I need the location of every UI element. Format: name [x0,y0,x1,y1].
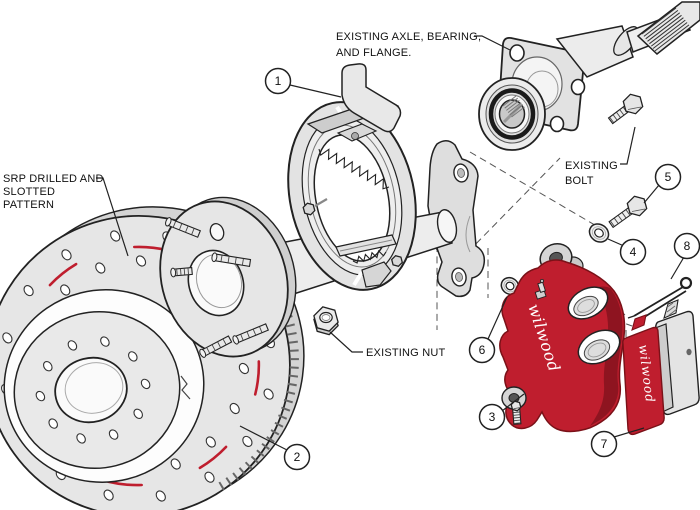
callout-6: 6 [468,336,496,364]
existing-nut-part [313,306,339,336]
wheel-studs [165,217,270,358]
callout-7: 7 [590,430,618,458]
svg-text:7: 7 [601,437,608,451]
svg-text:5: 5 [665,170,672,184]
label-axle-line2: AND FLANGE. [336,47,412,59]
caliper: wilwood [499,243,626,433]
axle-cylinder [555,25,634,78]
retainer-flange-holes [509,44,586,133]
parking-lever-tab [361,261,392,288]
existing-bolt [607,93,644,125]
label-axle-line1: EXISTING AXLE, BEARING, [336,31,481,43]
svg-text:8: 8 [684,239,691,253]
backing-plate-bolt [390,254,404,268]
label-srp-line1: SRP DRILLED AND [3,173,104,185]
axle-bearing [478,77,546,151]
shoe-adjuster [336,123,378,142]
washer-4 [588,223,610,243]
callout-1: 1 [264,67,292,95]
anchor-bracket [341,63,402,133]
mounting-flange-bracket [427,140,486,298]
existing-axle-assembly [478,1,700,151]
callout-4: 4 [619,238,647,266]
caliper-lower-bleed [510,400,522,425]
pad-logo-text: wilwood [636,344,658,403]
callout-5: 5 [654,163,682,191]
callout-3: 3 [478,403,506,431]
caliper-bleed-screw-top [534,278,547,300]
callout-bubbles: 1 2 3 4 5 6 7 8 [239,67,700,471]
rotor-hat-holes [35,336,151,444]
svg-text:6: 6 [479,343,486,357]
caliper-piston-window-1 [567,286,609,320]
label-bolt-line2: BOLT [565,175,594,187]
callout-8: 8 [673,232,700,260]
flange-hole [209,223,225,241]
label-nut: EXISTING NUT [366,347,445,359]
caliper-mount-bolt [608,195,648,229]
backing-plate-pin [302,198,328,216]
callout-2: 2 [283,443,311,471]
svg-text:1: 1 [275,74,282,88]
axle-wheel-flange [159,196,297,358]
bracket-ear-holes [451,163,469,287]
spline-hatch [641,7,690,52]
svg-text:3: 3 [489,410,496,424]
pad-backing-front [622,326,665,436]
label-bolt-line1: EXISTING [565,160,618,172]
brake-pads: wilwood [622,299,700,436]
label-srp-line3: PATTERN [3,199,54,211]
rotor-break-line [180,375,191,400]
svg-text:2: 2 [294,450,301,464]
return-spring-lower [352,249,387,264]
flange-center-hole [187,249,245,317]
parking-brake-backing-plate [287,63,417,291]
caliper-piston-window-2 [577,329,621,365]
return-spring-upper [318,148,390,190]
svg-text:4: 4 [630,245,637,259]
label-srp-line2: SLOTTED [3,186,55,198]
washer-6 [500,276,520,296]
text-labels: SRP DRILLED AND SLOTTED PATTERN EXISTING… [3,31,636,359]
